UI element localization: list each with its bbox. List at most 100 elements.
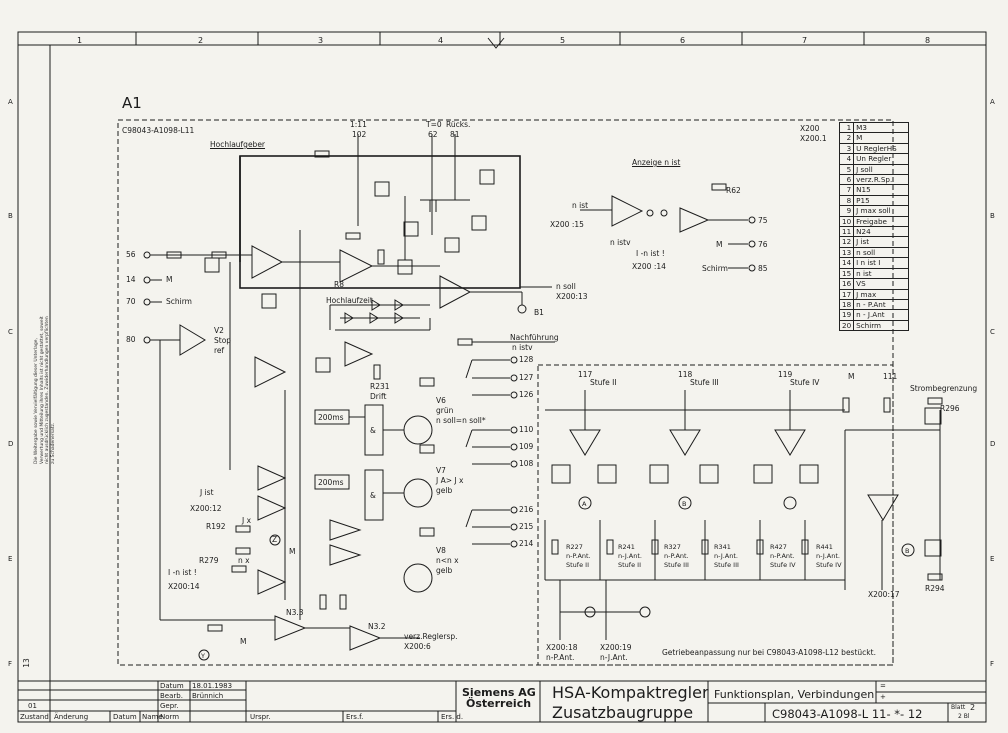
relay-v-label: V8 [436, 546, 446, 555]
pin-number: 8 [838, 194, 855, 207]
row-label: D [8, 440, 14, 448]
pin-signal: n soll [853, 246, 910, 259]
input-label: Schirm [166, 297, 192, 306]
relay-pin: 108 [519, 459, 534, 468]
x200-13-label: X200:13 [556, 292, 588, 301]
pin-number: 15 [838, 267, 855, 280]
tb-bearb: Brünnich [192, 692, 224, 700]
pin-signal: Un Regler [853, 153, 910, 165]
pin-number: 19 [838, 309, 855, 321]
column-label: 2 [198, 36, 204, 45]
strombegrenzung-label: Strombegrenzung [910, 384, 978, 393]
row-label: C [8, 328, 13, 336]
pin-signal: N24 [853, 226, 910, 238]
resistor-name: R241 [618, 543, 635, 551]
tb-bearb-label: Bearb. [160, 692, 183, 700]
doc-title-1: HSA-Kompaktregler [552, 683, 709, 702]
resistor-stufe: Stufe III [714, 561, 739, 569]
x200-18-label: X200:18 [546, 643, 578, 652]
row-label: E [990, 555, 995, 563]
r294-label: R294 [925, 584, 945, 593]
pin-signal: M3 [853, 121, 910, 134]
doc-number: C98043-A1098-L 11- *- 12 [772, 707, 923, 721]
resistor-stufe: Stufe IV [770, 561, 796, 569]
nachfuehrung-label: Nachführung [510, 333, 559, 342]
doc-subject: Funktionsplan, Verbindungen [714, 688, 875, 701]
jist-label: J ist [200, 488, 214, 497]
anzeige-title: Anzeige n ist [632, 158, 681, 167]
resistor-name: R227 [566, 543, 583, 551]
timer-label: 200ms [318, 413, 344, 422]
outer-frame [17, 31, 987, 723]
relay-color-label: gelb [436, 486, 453, 495]
output-num: 85 [758, 264, 768, 273]
b1-label: B1 [534, 308, 544, 317]
r231-label: R231 [370, 382, 390, 391]
nistv-label: n istv [610, 238, 631, 247]
pin-signal: Schirm [853, 319, 910, 332]
nsoll-output-label: n soll [556, 282, 576, 291]
pin-signal: verz.R.Sp. [853, 174, 910, 186]
stufe-num: 118 [678, 370, 693, 379]
tb-datum-label: Datum [160, 682, 184, 690]
input-num: 80 [126, 335, 136, 344]
row-label: D [990, 440, 996, 448]
pin-number: 3 [838, 142, 855, 155]
tb-norm-label: Norm [160, 713, 180, 721]
v2-label: V2 [214, 326, 224, 335]
pin-number: 1 [838, 121, 855, 134]
row-label: A [8, 98, 13, 106]
relay-cond-label: n soll=n soll* [436, 416, 486, 425]
circle-b2-label: B [905, 547, 910, 555]
tb-blatt-total: 2 Bl [958, 713, 970, 720]
terminal-num: 62 [428, 130, 438, 139]
resistor-sub: n-P.Ant. [566, 552, 591, 560]
resistor-sub: n-P.Ant. [664, 552, 689, 560]
tb-blatt-label: Blatt [951, 704, 966, 711]
relay-v-label: V6 [436, 396, 446, 405]
row-label: F [8, 660, 13, 668]
n32-label: N3.2 [368, 622, 386, 631]
resistor-name: R441 [816, 543, 833, 551]
z-label: Z [272, 535, 278, 544]
tb-datum2: Datum [113, 713, 137, 721]
tb-rev: 01 [28, 702, 37, 710]
pin-number: 4 [838, 153, 855, 165]
and-gate-label: & [370, 426, 376, 435]
row-label: C [990, 328, 995, 336]
m-top-label: M [848, 372, 855, 381]
and-gate-label: & [370, 491, 376, 500]
relay-color-label: grün [436, 406, 454, 415]
module-outline [117, 119, 894, 666]
n111-label: 111 [883, 372, 898, 381]
pin-signal: n - J.Ant [853, 309, 910, 321]
x200-19-label: X200:19 [600, 643, 632, 652]
input-num: 14 [126, 275, 136, 284]
hochlaufgeber-box [239, 155, 521, 289]
relay-pin: 216 [519, 505, 534, 514]
tb-blatt: 2 [970, 703, 976, 712]
pin-number: 17 [838, 288, 855, 300]
column-label: 3 [318, 36, 324, 45]
tb-ersf: Ers.f. [346, 713, 364, 721]
row-label: B [990, 212, 995, 220]
pin-signal: M [853, 132, 910, 144]
relay-cond-label: J A> J x [436, 476, 464, 485]
pin-signal: n ist [853, 267, 910, 280]
copyright-note: Die Weitergabe sowie Vervielfältigung di… [34, 316, 56, 464]
pin-number: 10 [838, 215, 855, 228]
resistor-name: R341 [714, 543, 731, 551]
relay-pin: 214 [519, 539, 534, 548]
tb-plus: + [880, 693, 886, 701]
company-name: Siemens AG [462, 686, 536, 699]
input-num: 70 [126, 297, 136, 306]
r8-label: R8 [334, 280, 344, 289]
x200-17-label: X200:17 [868, 590, 900, 599]
pin-number: 9 [838, 205, 855, 217]
pin-signal: VS [853, 278, 910, 290]
pin-number: 6 [838, 174, 855, 186]
